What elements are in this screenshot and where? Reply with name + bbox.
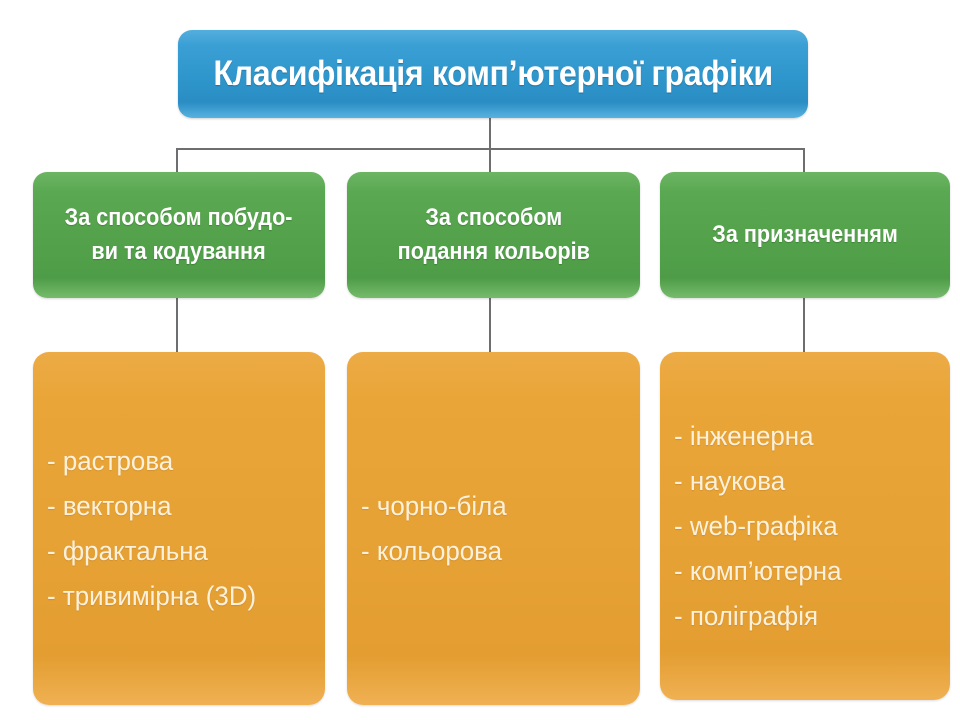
list-item: - чорно-біла [361, 490, 507, 521]
category-label-3-line-1: За призначенням [712, 220, 898, 248]
list-item: - інженерна [674, 420, 814, 451]
connector-title-stem [489, 118, 491, 150]
list-item: - растрова [47, 445, 174, 476]
category-label-2-line-1: За способом [425, 203, 562, 231]
category-box-2[interactable]: За способом подання кольорів [347, 172, 640, 298]
connector-bus-to-category-2 [489, 148, 491, 174]
items-box-2[interactable]: - чорно-біла - кольорова [347, 352, 640, 705]
category-label-2: За способом подання кольорів [388, 201, 598, 269]
category-label-1: За способом побудо- ви та кодування [56, 201, 302, 269]
category-label-1-line-2: ви та кодування [91, 238, 267, 265]
diagram-title-label: Класифікація комп’ютерної графіки [213, 54, 773, 93]
list-item: - наукова [674, 465, 786, 496]
connector-category-3-to-items-3 [803, 296, 805, 354]
category-label-1-line-1: За способом побудо- [65, 203, 293, 231]
list-item: - кольорова [361, 535, 503, 566]
category-box-1[interactable]: За способом побудо- ви та кодування [33, 172, 325, 298]
list-item: - фрактальна [47, 535, 208, 566]
category-label-2-line-2: подання кольорів [397, 238, 590, 265]
items-box-3[interactable]: - інженерна - наукова - web-графіка - ко… [660, 352, 950, 700]
connector-category-1-to-items-1 [176, 296, 178, 354]
items-box-1[interactable]: - растрова - векторна - фрактальна - три… [33, 352, 325, 705]
list-item: - комп’ютерна [674, 555, 842, 586]
connector-bus-to-category-1 [176, 148, 178, 174]
list-item: - поліграфія [674, 600, 819, 631]
category-label-3: За призначенням [703, 218, 907, 252]
category-box-3[interactable]: За призначенням [660, 172, 950, 298]
list-item: - web-графіка [674, 510, 838, 541]
connector-category-2-to-items-2 [489, 296, 491, 354]
list-item: - векторна [47, 490, 172, 521]
list-item: - тривимірна (3D) [47, 580, 257, 611]
diagram-title-box[interactable]: Класифікація комп’ютерної графіки [178, 30, 808, 118]
connector-bus-to-category-3 [803, 148, 805, 174]
